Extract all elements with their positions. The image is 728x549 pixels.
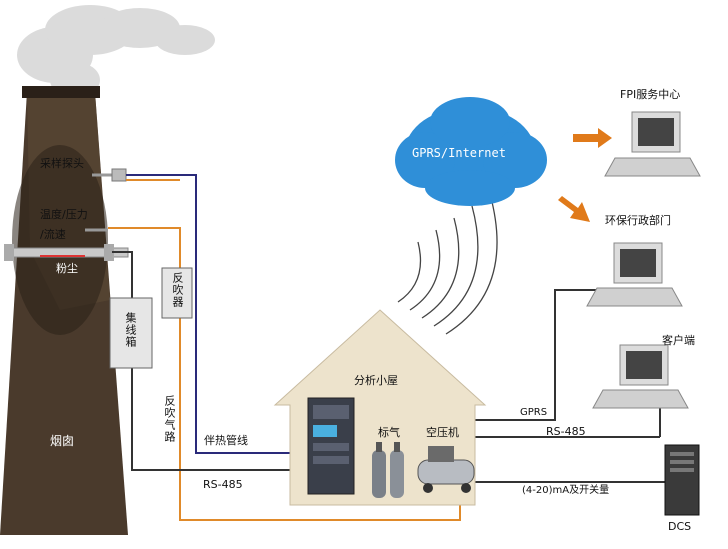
label-flow-rate: /流速 — [40, 228, 66, 241]
back-blower — [161, 267, 193, 319]
computer-icon-env — [586, 242, 683, 307]
label-back-blow-path: 反吹气路 — [163, 395, 176, 443]
computer-icon-client — [592, 344, 689, 409]
arrow-to-fpi-icon — [573, 128, 612, 148]
label-standard-gas: 标气 — [378, 426, 400, 439]
label-analysis-house: 分析小屋 — [354, 374, 398, 387]
air-compressor — [417, 446, 475, 493]
label-temp-pressure: 温度/压力 — [40, 208, 88, 221]
wireless-icon — [397, 193, 498, 335]
label-junction-box: 集线箱 — [124, 312, 137, 348]
label-chimney: 烟囱 — [50, 434, 75, 448]
cloud-icon — [395, 97, 547, 206]
connection-lines — [108, 174, 670, 521]
label-air-compressor: 空压机 — [426, 426, 459, 439]
label-cloud: GPRS/Internet — [412, 146, 506, 160]
analyzer-cabinet — [307, 397, 355, 495]
label-gprs: GPRS — [520, 407, 548, 418]
label-back-blower: 反吹器 — [171, 272, 184, 308]
arrows — [558, 128, 612, 222]
label-heat-tracing-pipe: 伴热管线 — [204, 434, 248, 447]
chimney — [0, 86, 128, 535]
label-client: 客户端 — [662, 334, 695, 347]
computer-icon-fpi — [604, 111, 701, 177]
junction-box — [109, 297, 153, 369]
label-rs485-right: RS-485 — [546, 425, 586, 438]
label-signal-switch: (4-20)mA及开关量 — [522, 485, 610, 496]
label-fpi-center: FPI服务中心 — [620, 88, 681, 101]
label-dust: 粉尘 — [56, 262, 78, 275]
label-dcs: DCS — [668, 520, 692, 533]
gas-cylinders — [372, 442, 404, 498]
arrow-to-env-icon — [558, 196, 590, 222]
label-env-department: 环保行政部门 — [605, 214, 671, 227]
label-rs485-left: RS-485 — [203, 478, 243, 491]
smoke — [17, 5, 215, 98]
label-sampling-probe: 采样探头 — [40, 157, 84, 170]
dcs-server-icon — [664, 444, 700, 516]
